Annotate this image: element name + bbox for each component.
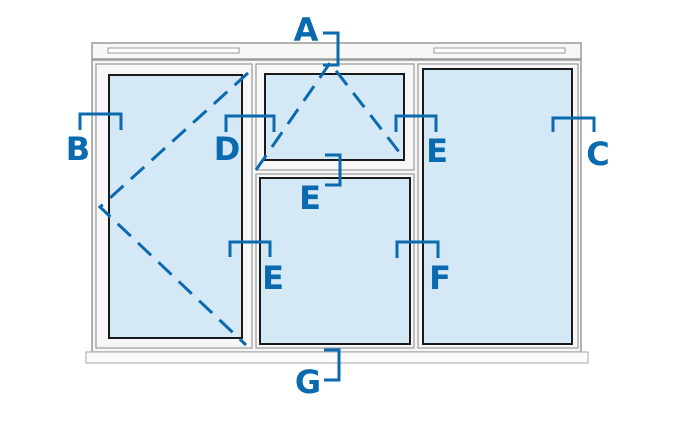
bracket-c [551, 116, 596, 132]
callout-b: B [66, 130, 90, 168]
top-middle-glass [264, 73, 405, 161]
callout-e2: E [299, 179, 321, 217]
bracket-d [224, 114, 276, 132]
trickle-vent-right [433, 47, 566, 54]
callout-a: A [294, 11, 319, 49]
top-vent-opening-line [254, 60, 405, 171]
trickle-vent-left [107, 47, 240, 54]
bracket-e2 [325, 153, 342, 187]
callout-c: C [586, 135, 609, 173]
bracket-e3 [228, 240, 272, 257]
callout-f: F [429, 259, 451, 297]
bracket-f [395, 240, 440, 258]
right-sash [417, 63, 579, 349]
right-glass [422, 68, 573, 345]
callout-e3: E [262, 259, 284, 297]
bracket-b [78, 112, 123, 130]
bracket-a [323, 31, 340, 67]
bracket-g [324, 348, 341, 382]
callout-g: G [295, 363, 321, 401]
bracket-e1 [394, 114, 438, 132]
left-glass [108, 74, 243, 339]
left-sash [95, 63, 253, 349]
sill [85, 351, 589, 364]
left-casement-opening-line [97, 71, 250, 347]
callout-e1: E [426, 132, 448, 170]
bottom-middle-glass [259, 177, 411, 345]
bottom-middle-sash [255, 173, 415, 349]
callout-d: D [214, 130, 241, 168]
